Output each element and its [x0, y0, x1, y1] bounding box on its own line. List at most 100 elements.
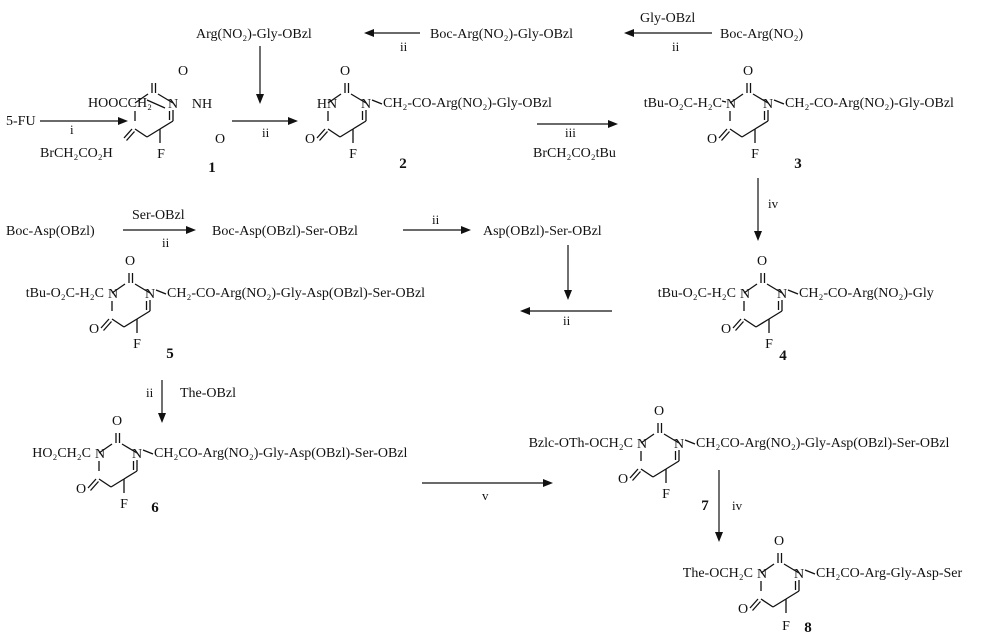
arrow-step-ii-b: [624, 29, 712, 37]
arrow-step-ii-c: [232, 117, 298, 125]
n1-atom-5: N: [145, 287, 155, 302]
chain-5: CH₂-CO-Arg(NO₂)-Gly-Asp(OBzl)-Ser-OBzl: [167, 286, 425, 301]
reagent-boc-asp: Boc-Asp(OBzl): [6, 224, 95, 239]
compound-number-4: 4: [779, 348, 787, 364]
bond-6-chain: [143, 450, 153, 454]
substituent-6: HO₂CH₂C: [32, 446, 91, 461]
n3-atom-4: N: [740, 287, 750, 302]
chain-4: CH₂-CO-Arg(NO₂)-Gly: [799, 286, 934, 301]
arrow-step-ii-g: [158, 380, 166, 423]
o4-atom-2: O: [305, 132, 315, 147]
fluorine-atom-4: F: [765, 337, 773, 352]
step-label-i: i: [70, 122, 74, 137]
substituent-3: tBu-O₂C-H₂C: [644, 96, 722, 111]
arrow-step-iii: [537, 120, 618, 128]
compound-number-2: 2: [399, 156, 407, 172]
bond-8-chain: [805, 570, 815, 574]
chain-3: CH₂-CO-Arg(NO₂)-Gly-OBzl: [785, 96, 954, 111]
arrow-down-asp-ser: [564, 245, 572, 300]
reagent-ser-obzl: Ser-OBzl: [132, 208, 185, 223]
reagent-boc-arg-gly-obzl: Boc-Arg(NO₂)-Gly-OBzl: [430, 27, 573, 42]
compound-2: HN N O O F CH₂-CO-Arg(NO₂)-Gly-OBzl 2: [305, 64, 552, 172]
o2-atom-2: O: [340, 64, 350, 79]
step-label-ii-g: ii: [146, 385, 154, 400]
arrow-step-iv-b: [715, 470, 723, 542]
arrow-step-v: [422, 479, 553, 487]
o2-atom-6: O: [112, 414, 122, 429]
arrow-down-arg-gly: [256, 46, 264, 104]
step-label-ii-a: ii: [400, 39, 408, 54]
fluorine-atom-1: F: [157, 147, 165, 162]
step-label-iv-b: iv: [732, 498, 743, 513]
compound-3: tBu-O₂C-H₂C N N O O F CH₂-CO-Arg(NO₂)-Gl…: [644, 64, 954, 172]
fluorine-atom-7: F: [662, 487, 670, 502]
n3-atom-5: N: [108, 287, 118, 302]
fluorine-atom-6: F: [120, 497, 128, 512]
step-label-ii-c: ii: [262, 125, 270, 140]
o2-atom-4: O: [757, 254, 767, 269]
arrow-step-ii-d: [123, 226, 196, 234]
reagent-asp-ser: Asp(OBzl)-Ser-OBzl: [483, 224, 602, 239]
o4-atom-3: O: [707, 132, 717, 147]
nh-atom-2: HN: [317, 97, 337, 112]
step-label-ii-b: ii: [672, 39, 680, 54]
reagent-5-fu: 5-FU: [6, 114, 36, 129]
bond-3-chain: [774, 100, 784, 104]
compound-4: tBu-O₂C-H₂C N N O O F CH₂-CO-Arg(NO₂)-Gl…: [658, 254, 934, 364]
reagent-the-obzl: The-OBzl: [180, 386, 236, 401]
bond-5-chain: [156, 290, 166, 294]
o4-atom-1: O: [215, 132, 225, 147]
o4-atom-7: O: [618, 472, 628, 487]
uracil-ring-2: [317, 83, 366, 143]
o4-atom-6: O: [76, 482, 86, 497]
chain-7: CH₂CO-Arg(NO₂)-Gly-Asp(OBzl)-Ser-OBzl: [696, 436, 950, 451]
o4-atom-5: O: [89, 322, 99, 337]
step-label-ii-e: ii: [432, 212, 440, 227]
nh-atom: NH: [192, 97, 212, 112]
n1-atom-4: N: [777, 287, 787, 302]
arrow-step-iv-a: [754, 178, 762, 241]
o4-atom-4: O: [721, 322, 731, 337]
bond-4-chain: [788, 290, 798, 294]
substituent-4: tBu-O₂C-H₂C: [658, 286, 736, 301]
n1-atom-6: N: [132, 447, 142, 462]
reagent-tbu-bromoacetate: BrCH₂CO₂tBu: [533, 146, 616, 161]
substituent-7: Bzlc-OTh-OCH₂C: [529, 436, 633, 451]
chain-8: CH₂CO-Arg-Gly-Asp-Ser: [816, 566, 963, 581]
compound-number-6: 6: [151, 500, 159, 516]
arrow-step-ii-e: [403, 226, 471, 234]
o2-atom-8: O: [774, 534, 784, 549]
reagent-gly-obzl: Gly-OBzl: [640, 11, 695, 26]
reagent-arg-gly-obzl: Arg(NO₂)-Gly-OBzl: [196, 27, 312, 42]
n3-atom-3: N: [726, 97, 736, 112]
n3-atom-6: N: [95, 447, 105, 462]
chain-6: CH₂CO-Arg(NO₂)-Gly-Asp(OBzl)-Ser-OBzl: [154, 446, 408, 461]
compound-5: tBu-O₂C-H₂C N N O O F CH₂-CO-Arg(NO₂)-Gl…: [26, 254, 425, 362]
arrow-step-i: [40, 117, 128, 125]
step-label-ii-d: ii: [162, 235, 170, 250]
substituent-5: tBu-O₂C-H₂C: [26, 286, 104, 301]
compound-6: HO₂CH₂C N N O O F CH₂CO-Arg(NO₂)-Gly-Asp…: [32, 414, 407, 516]
compound-number-1: 1: [208, 160, 216, 176]
uracil-ring-5: [101, 273, 150, 333]
fluorine-atom-2: F: [349, 147, 357, 162]
step-label-iii: iii: [565, 125, 576, 140]
uracil-ring-8: [750, 553, 799, 613]
o2-atom-5: O: [125, 254, 135, 269]
uracil-ring-6: [88, 433, 137, 493]
fluorine-atom-5: F: [133, 337, 141, 352]
reagent-boc-arg: Boc-Arg(NO₂): [720, 27, 803, 42]
substituent-8: The-OCH₂C: [683, 566, 753, 581]
uracil-ring-1: [124, 83, 173, 143]
n1-atom-3: N: [763, 97, 773, 112]
compound-number-5: 5: [166, 346, 174, 362]
reagent-bromoacetic-acid: BrCH₂CO₂H: [40, 146, 113, 161]
o2-atom: O: [178, 64, 188, 79]
n1-atom-7: N: [674, 437, 684, 452]
uracil-ring-7: [630, 423, 679, 483]
chain-2: CH₂-CO-Arg(NO₂)-Gly-OBzl: [383, 96, 552, 111]
compound-number-3: 3: [794, 156, 802, 172]
reagent-boc-asp-ser: Boc-Asp(OBzl)-Ser-OBzl: [212, 224, 358, 239]
n3-atom-8: N: [757, 567, 767, 582]
compound-number-8: 8: [804, 620, 812, 636]
